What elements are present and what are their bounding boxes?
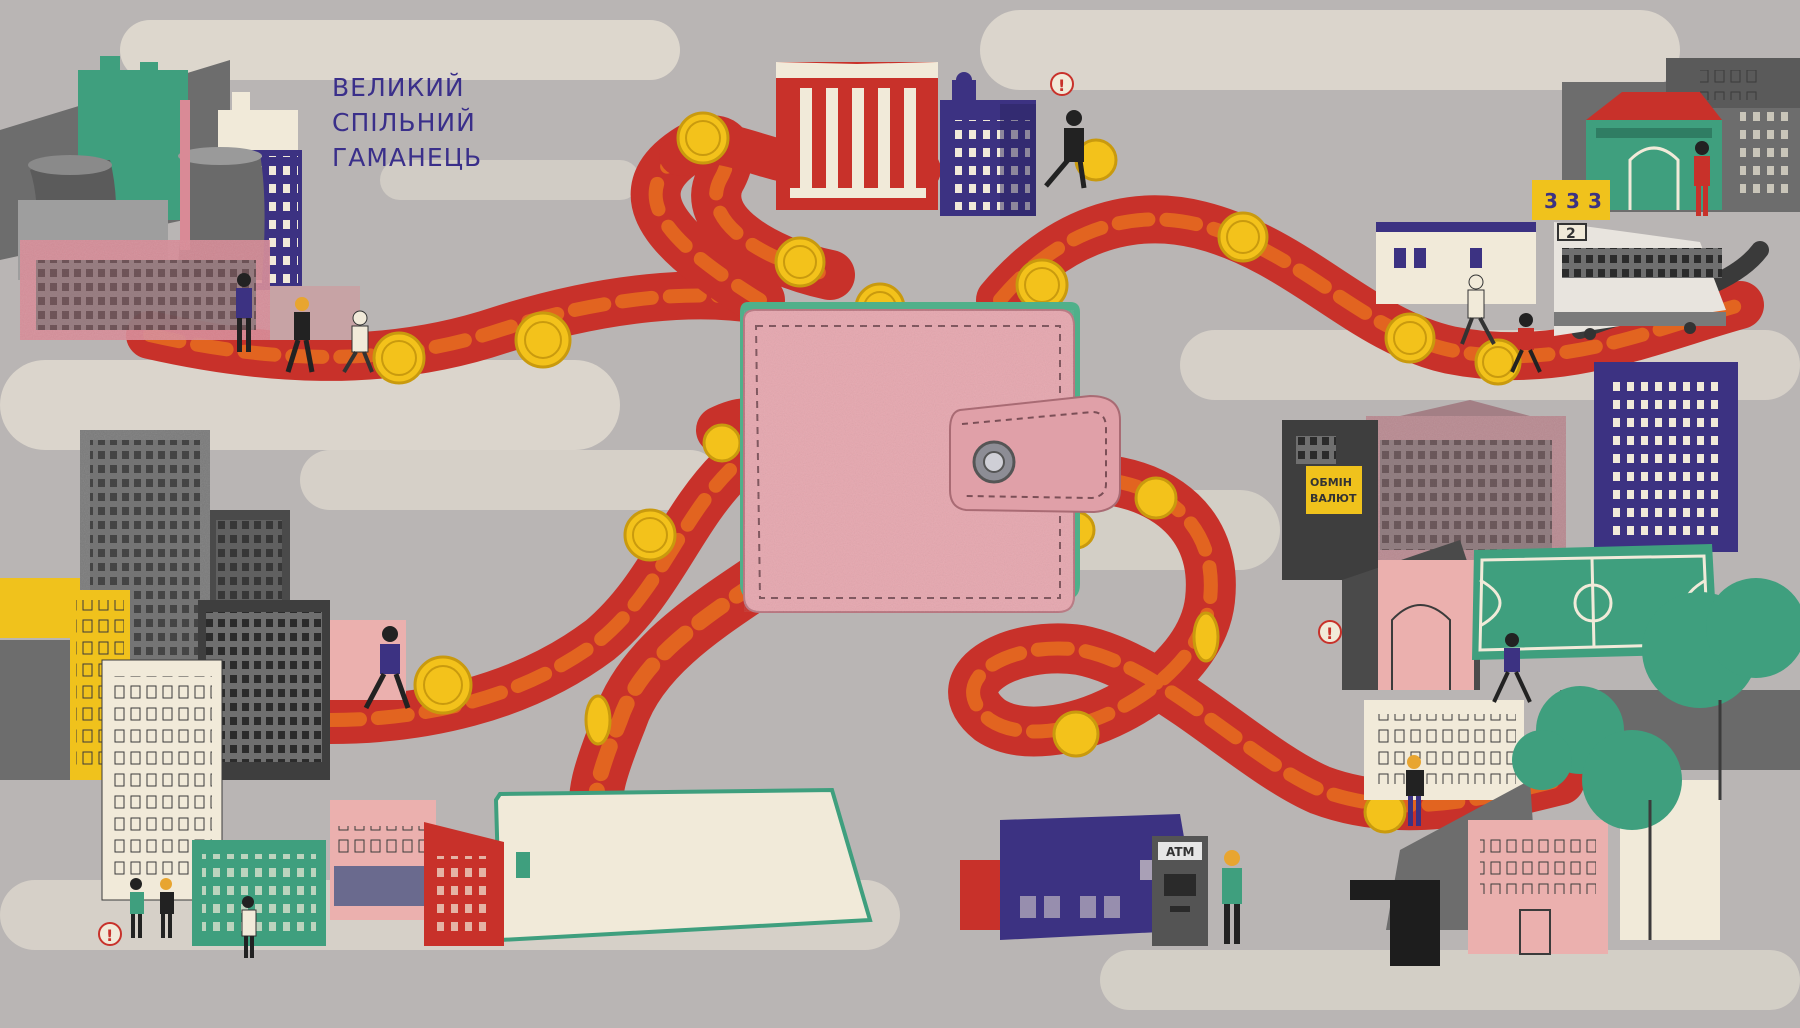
coin-icon bbox=[1384, 312, 1436, 364]
person-icon bbox=[130, 878, 144, 938]
person-icon bbox=[1694, 141, 1710, 216]
person-icon bbox=[342, 310, 374, 374]
coins bbox=[372, 111, 1522, 834]
route-number-3: 3 bbox=[1588, 189, 1602, 213]
person-icon bbox=[160, 878, 174, 938]
title-line-2: СПІЛЬНИЙ bbox=[332, 108, 476, 137]
tram-icon: 2 bbox=[1554, 222, 1726, 340]
person-icon bbox=[1406, 755, 1424, 826]
person-icon bbox=[241, 896, 257, 958]
coin-icon bbox=[774, 236, 826, 288]
person-icon bbox=[1044, 110, 1087, 189]
svg-text:!: ! bbox=[106, 926, 113, 945]
exchange-sign-line-2: ВАЛЮТ bbox=[1310, 492, 1357, 505]
atm-label: ATM bbox=[1166, 845, 1194, 859]
alert-icon: ! bbox=[98, 922, 122, 946]
svg-text:!: ! bbox=[1326, 624, 1333, 643]
coin-icon bbox=[584, 694, 612, 746]
alert-icon: ! bbox=[1318, 620, 1342, 644]
navy-townhouse bbox=[940, 72, 1036, 216]
person-icon bbox=[1222, 850, 1242, 944]
coin-icon bbox=[702, 423, 742, 463]
coin-icon bbox=[1015, 258, 1069, 312]
people bbox=[130, 110, 1710, 958]
tram-number: 2 bbox=[1566, 226, 1576, 242]
title-line-1: ВЕЛИКИЙ bbox=[332, 73, 465, 102]
person-icon bbox=[1460, 274, 1496, 345]
factory-cluster bbox=[0, 56, 360, 340]
person-icon bbox=[285, 297, 315, 373]
coin-icon bbox=[676, 111, 730, 165]
atm-icon: ATM bbox=[1152, 836, 1208, 946]
bottom-middle-buildings: ATM bbox=[493, 787, 1208, 946]
person-icon bbox=[1510, 313, 1542, 373]
bottom-right-cluster bbox=[1350, 578, 1800, 966]
person-icon bbox=[1492, 633, 1532, 703]
coin-icon bbox=[514, 311, 572, 369]
exchange-sign-line-1: ОБМІН bbox=[1310, 476, 1352, 489]
museum-building bbox=[776, 62, 938, 210]
person-icon bbox=[236, 273, 252, 352]
alert-markers: ! ! ! bbox=[98, 72, 1342, 946]
coin-icon bbox=[1217, 211, 1269, 263]
tree-icon bbox=[1512, 578, 1800, 940]
coin-icon bbox=[1134, 476, 1178, 520]
person-icon bbox=[363, 626, 411, 710]
wallet-icon bbox=[740, 302, 1121, 613]
coin-icon bbox=[623, 508, 677, 562]
illustration-title: ВЕЛИКИЙ СПІЛЬНИЙ ГАМАНЕЦЬ bbox=[332, 73, 482, 172]
left-buildings bbox=[0, 430, 504, 946]
route-number-1: 3 bbox=[1544, 189, 1558, 213]
coin-icon bbox=[1052, 710, 1100, 758]
coin-icon bbox=[413, 655, 473, 715]
right-middle-cluster: ОБМІН ВАЛЮТ bbox=[1282, 362, 1800, 800]
title-line-3: ГАМАНЕЦЬ bbox=[332, 143, 482, 172]
svg-text:!: ! bbox=[1058, 76, 1065, 95]
route-number-2: 3 bbox=[1566, 189, 1580, 213]
coin-icon bbox=[372, 331, 426, 385]
coin-icon bbox=[1192, 611, 1220, 663]
coin-icon bbox=[1474, 338, 1522, 386]
alert-icon: ! bbox=[1050, 72, 1074, 96]
